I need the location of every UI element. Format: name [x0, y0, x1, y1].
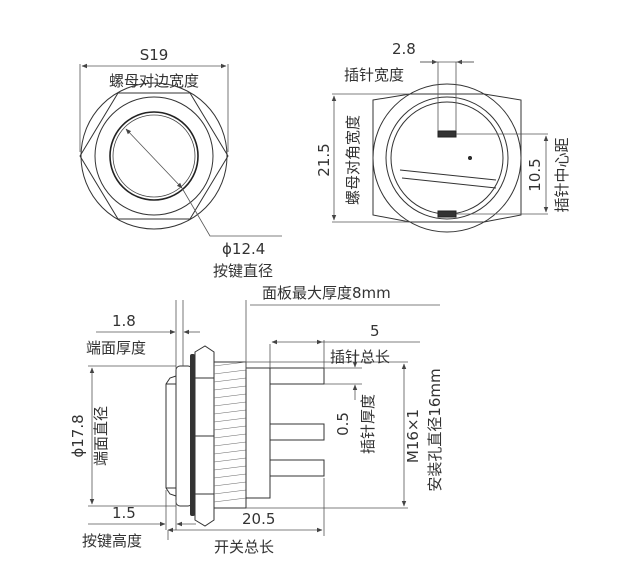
end-diameter-value: ϕ17.8 [69, 414, 87, 457]
pin-center-value: 10.5 [526, 158, 544, 191]
pin-bottom [437, 210, 457, 218]
threaded-body [213, 361, 247, 509]
rear-nut-outline [372, 93, 522, 223]
button-face [109, 111, 199, 201]
end-thickness-label: 端面厚度 [86, 339, 146, 357]
side-hex-nut [194, 345, 215, 527]
pin-width-label: 插针宽度 [344, 66, 404, 84]
nut-bezel-ring [94, 96, 214, 216]
thread-hatching [213, 361, 247, 503]
button-height-label: 按键高度 [82, 532, 142, 550]
s19-label: 螺母对边宽度 [109, 72, 199, 90]
total-length-value: 20.5 [242, 510, 275, 528]
thread-value: M16×1 [404, 409, 422, 463]
s19-value: S19 [140, 46, 169, 64]
corner-width-value: 21.5 [315, 143, 333, 176]
rear-outer-circle [372, 83, 522, 233]
button-diameter-value: ϕ12.4 [222, 240, 265, 258]
led-dot [468, 156, 472, 160]
button-diameter-leader [181, 187, 282, 237]
hole-diameter-label: 安装孔直径16mm [426, 368, 444, 491]
rear-view [331, 59, 549, 233]
end-thickness-value: 1.8 [112, 312, 136, 330]
hex-nut-outline [79, 92, 229, 220]
pin-width-value: 2.8 [392, 40, 416, 58]
side-view [88, 300, 440, 540]
nut-bezel-outer [80, 82, 228, 230]
pin-thickness-value: 0.5 [334, 412, 352, 436]
pin-top [437, 130, 457, 138]
button-cap [165, 375, 177, 497]
gasket [190, 354, 195, 516]
rear-middle-circle [385, 96, 509, 220]
button-diameter-arrow [125, 128, 183, 189]
pin-upper [269, 367, 325, 385]
pin-middle [269, 423, 325, 441]
button-inner [112, 114, 196, 198]
corner-width-label: 螺母对角宽度 [344, 115, 362, 205]
button-diameter-label: 按键直径 [213, 262, 273, 280]
panel-max-label: 面板最大厚度8mm [262, 284, 391, 302]
pin-center-label: 插针中心距 [553, 137, 571, 212]
rear-housing [245, 367, 271, 499]
pin-thickness-label: 插针厚度 [359, 394, 377, 454]
rear-body-circle [390, 101, 504, 215]
end-diameter-label: 端面直径 [92, 406, 110, 466]
pin-length-value: 5 [370, 322, 380, 340]
end-face [175, 365, 193, 507]
total-length-label: 开关总长 [214, 538, 274, 556]
button-height-value: 1.5 [112, 504, 136, 522]
pin-length-label: 插针总长 [330, 348, 390, 366]
pin-lower [269, 459, 325, 477]
front-view [79, 63, 282, 237]
